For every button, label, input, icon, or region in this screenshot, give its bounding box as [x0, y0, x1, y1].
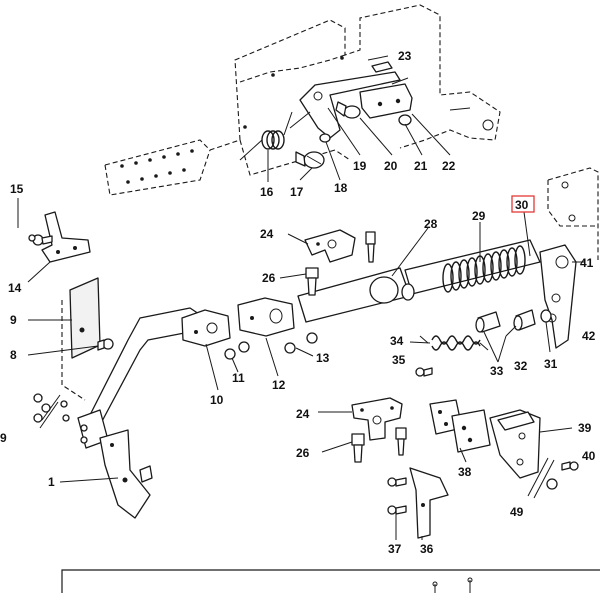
screw-35 [415, 367, 433, 377]
left-fasteners [33, 393, 70, 429]
callout-21: 21 [414, 159, 428, 173]
callout-12: 12 [272, 378, 286, 392]
callout-33: 33 [490, 364, 504, 378]
callout-34: 34 [390, 334, 404, 348]
callout-18: 18 [334, 181, 348, 195]
callout-31: 31 [544, 357, 558, 371]
callout-40: 40 [582, 449, 596, 463]
callout-41: 41 [580, 256, 594, 270]
callout-8: 8 [10, 348, 17, 362]
screw-26-upper [305, 267, 319, 296]
callout-1: 1 [48, 475, 55, 489]
callout-17: 17 [290, 185, 304, 199]
pins-31-33 [475, 309, 552, 333]
callout-49: 49 [510, 505, 524, 519]
torsion-spring-16 [239, 111, 293, 161]
callout-10: 10 [210, 393, 224, 407]
callout-19: 19 [353, 159, 367, 173]
block-21 [359, 83, 413, 119]
callout-labels: 23 19 20 21 22 18 17 16 15 14 9 8 9 1 10… [0, 49, 596, 556]
callout-24-lower: 24 [296, 407, 310, 421]
clamp-collar-12 [237, 297, 295, 337]
callout-29: 29 [472, 209, 486, 223]
screw-20 [343, 105, 361, 119]
screw-15 [28, 234, 53, 246]
callout-20: 20 [384, 159, 398, 173]
shaft-28 [297, 239, 541, 323]
bracket-39 [489, 409, 541, 479]
highlight-box-30 [511, 195, 535, 213]
callout-24-upper: 24 [260, 227, 274, 241]
bolt-upper [365, 231, 376, 263]
callout-22: 22 [442, 159, 456, 173]
callout-32: 32 [514, 359, 528, 373]
top-mounting-bracket [104, 4, 501, 196]
callout-13: 13 [316, 351, 330, 365]
callout-36: 36 [420, 542, 434, 556]
screw-17 [295, 151, 325, 169]
callout-35: 35 [392, 353, 406, 367]
bolt-lower [395, 427, 407, 456]
callout-38: 38 [458, 465, 472, 479]
tension-spring-34 [419, 335, 489, 351]
block-24-upper [304, 229, 356, 263]
callout-23: 23 [398, 49, 412, 63]
callout-14: 14 [8, 281, 22, 295]
leader-lines [17, 55, 585, 540]
callout-26-lower: 26 [296, 446, 310, 460]
callout-9-edge: 9 [0, 431, 7, 445]
pin-23 [371, 61, 393, 73]
screw-22 [398, 114, 412, 126]
screw-8 [97, 338, 114, 351]
callout-16: 16 [260, 185, 274, 199]
callout-26-upper: 26 [262, 271, 276, 285]
screws-11-13 [224, 332, 318, 360]
plate-36 [409, 467, 449, 539]
right-fasteners-40-49 [527, 457, 579, 499]
pivot-18 [319, 133, 331, 143]
block-24-lower [351, 397, 403, 441]
compression-spring-29 [442, 245, 526, 293]
callout-37: 37 [388, 542, 402, 556]
clamp-collar-10 [181, 309, 231, 347]
plates-38 [429, 399, 491, 453]
callout-28: 28 [424, 217, 438, 231]
callout-15: 15 [10, 182, 24, 196]
callout-39: 39 [578, 421, 592, 435]
bracket-hole-row [120, 56, 344, 184]
callout-42: 42 [582, 329, 596, 343]
callout-30: 30 [515, 198, 529, 212]
bottom-frame [61, 569, 600, 593]
callout-9: 9 [10, 313, 17, 327]
lever-plate-19 [299, 71, 401, 139]
screws-37 [387, 477, 407, 515]
upper-lever-assembly [289, 61, 413, 143]
bracket-14 [41, 211, 91, 263]
callout-11: 11 [232, 371, 245, 385]
arm-41 [539, 244, 577, 349]
screw-26-lower [351, 433, 365, 463]
